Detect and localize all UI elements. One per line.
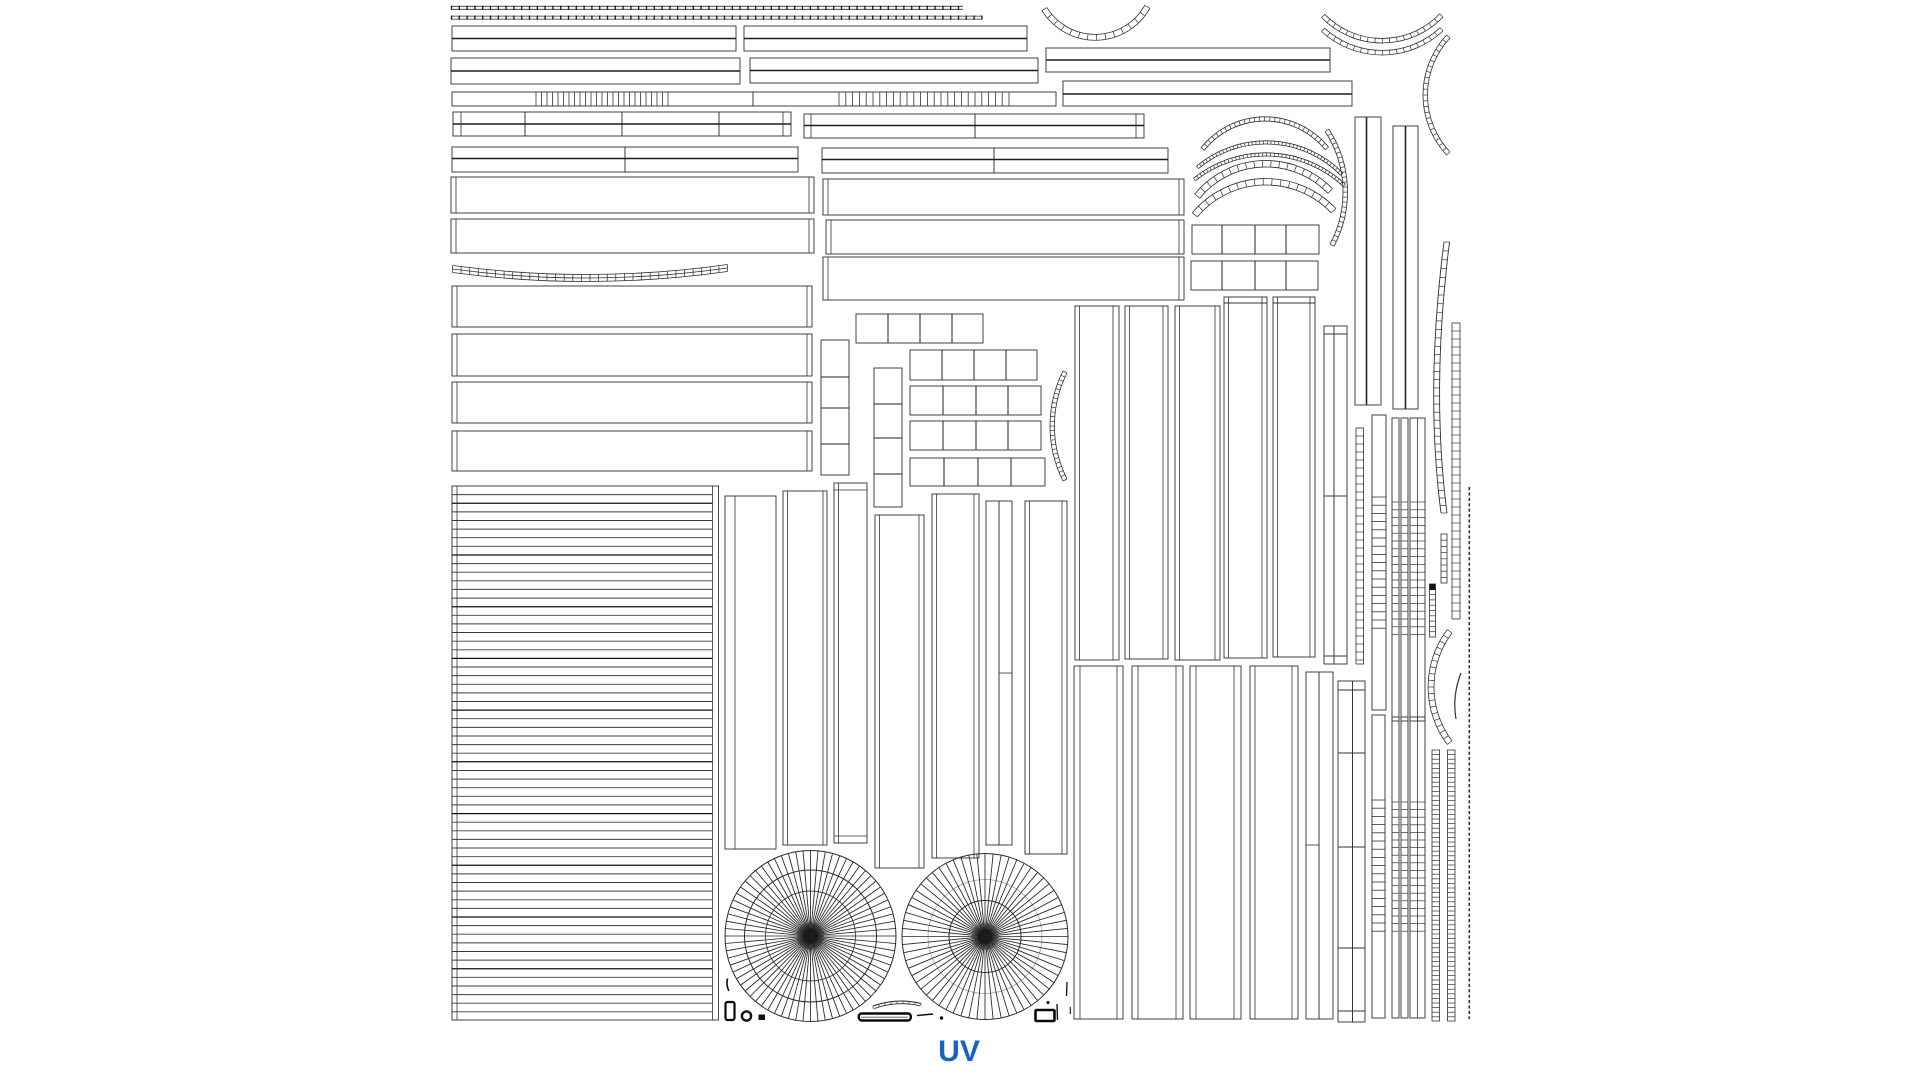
- svg-text:UV: UV: [938, 1035, 980, 1068]
